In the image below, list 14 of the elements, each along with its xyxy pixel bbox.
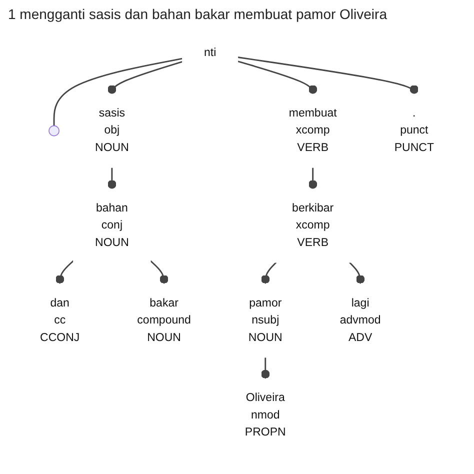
dependency-line xyxy=(238,56,418,94)
dependency-line xyxy=(108,168,116,190)
dependency-line xyxy=(261,262,277,284)
circle-node xyxy=(48,125,60,136)
dependency-line xyxy=(56,260,74,284)
dependency-line xyxy=(308,168,318,190)
word-label: bahan conj NOUN xyxy=(73,188,151,263)
dependency-line xyxy=(238,60,318,94)
dependency-line xyxy=(261,357,270,379)
dependency-line xyxy=(53,58,183,126)
dependency-line xyxy=(150,260,168,284)
sentence-title: 1 mengganti sasis dan bahan bakar membuat pamor Oliveira xyxy=(7,5,388,24)
dependency-line xyxy=(349,262,365,284)
dependency-line xyxy=(108,60,183,94)
